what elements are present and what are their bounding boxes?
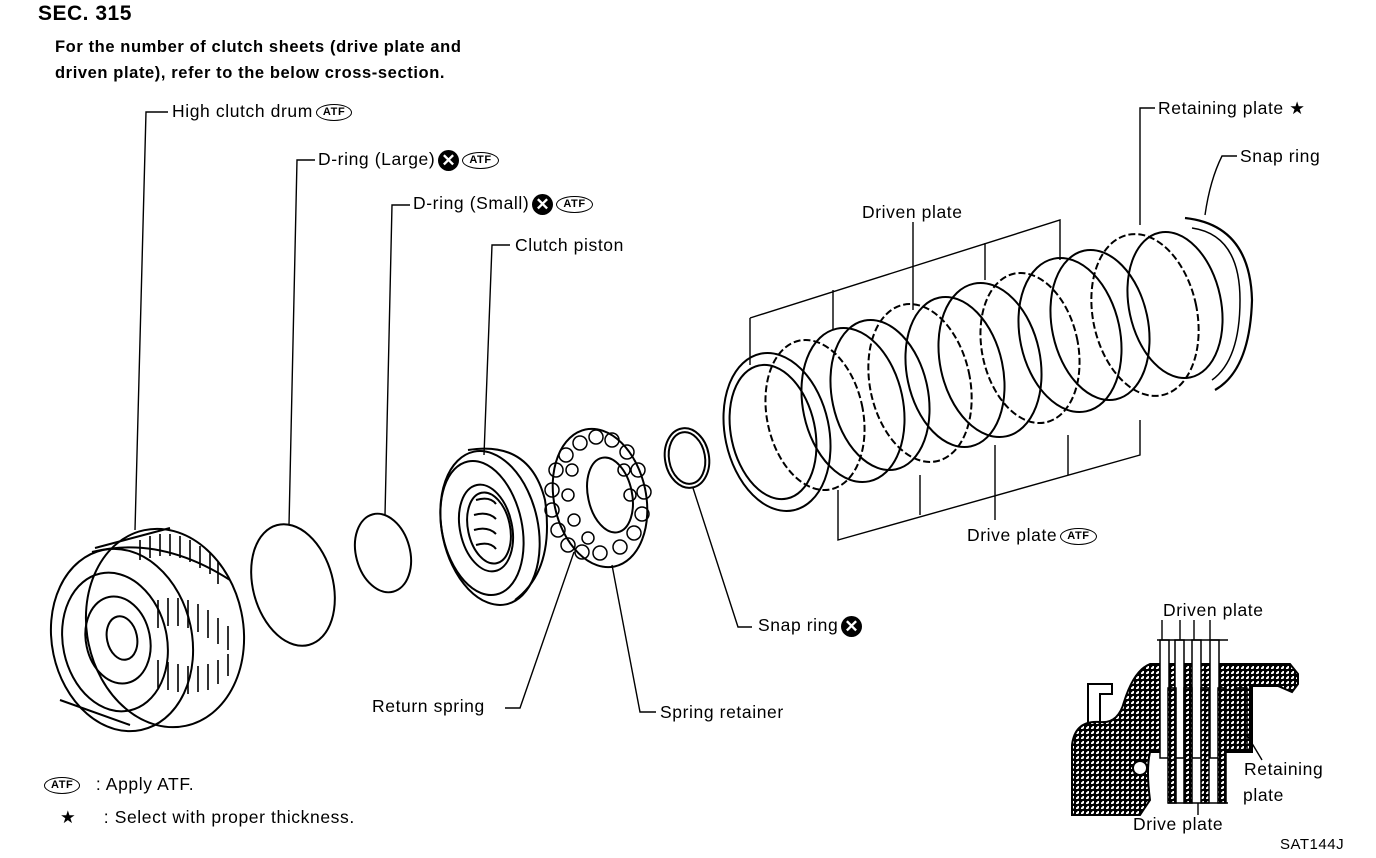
- xsec-retaining-plate-line1: Retaining: [1244, 759, 1324, 779]
- snap-ring-small-part: [663, 427, 711, 489]
- xsec-retaining-plate-line2: plate: [1243, 785, 1284, 805]
- label-snap-ring-end: Snap ring: [1240, 146, 1321, 166]
- label-retaining-plate-text: Retaining plate: [1158, 98, 1284, 118]
- cross-section-inset: [1071, 620, 1299, 816]
- legend-atf: ATF : Apply ATF.: [44, 774, 194, 795]
- spring-assembly-part: [544, 427, 652, 569]
- label-snap-ring-small-text: Snap ring: [758, 615, 839, 635]
- label-d-ring-small: D-ring (Small)✕ATF: [413, 193, 593, 215]
- label-drive-plate-text: Drive plate: [967, 525, 1058, 545]
- xsec-driven-plate: Driven plate: [1163, 600, 1264, 620]
- atf-symbol: ATF: [315, 103, 353, 121]
- legend-star: ★ : Select with proper thickness.: [60, 807, 355, 828]
- label-return-spring: Return spring: [372, 696, 485, 716]
- star-icon: ★: [1289, 98, 1306, 118]
- label-spring-retainer: Spring retainer: [660, 702, 784, 722]
- replace-x-icon: ✕: [438, 149, 460, 171]
- clutch-plate-pack: [722, 216, 1254, 512]
- note-line-1: For the number of clutch sheets (drive p…: [55, 38, 462, 56]
- d-ring-small-part: [353, 512, 413, 594]
- label-clutch-piston: Clutch piston: [515, 235, 624, 255]
- atf-symbol: ATF: [462, 151, 499, 169]
- figure-code: SAT144J: [1280, 836, 1345, 853]
- label-high-clutch-drum-text: High clutch drum: [172, 101, 313, 121]
- clutch-piston-part: [439, 447, 548, 606]
- replace-x-icon: ✕: [532, 193, 554, 215]
- legend-atf-text: : Apply ATF.: [95, 774, 195, 794]
- label-d-ring-small-text: D-ring (Small): [413, 193, 530, 213]
- label-retaining-plate: Retaining plate ★: [1158, 98, 1306, 119]
- note-line-2: driven plate), refer to the below cross-…: [55, 64, 446, 82]
- label-d-ring-large-text: D-ring (Large): [318, 149, 436, 169]
- leader-lines: [134, 107, 1237, 713]
- label-d-ring-large: D-ring (Large)✕ATF: [318, 149, 499, 171]
- atf-symbol: ATF: [44, 776, 81, 794]
- replace-x-icon: ✕: [841, 615, 863, 637]
- label-driven-plate: Driven plate: [862, 202, 963, 222]
- legend-star-text: : Select with proper thickness.: [103, 807, 355, 827]
- atf-symbol: ATF: [1060, 527, 1097, 545]
- high-clutch-drum-part: [49, 527, 246, 733]
- xsec-drive-plate: Drive plate: [1133, 814, 1224, 834]
- section-number: SEC. 315: [38, 2, 132, 25]
- atf-symbol: ATF: [556, 195, 593, 213]
- label-snap-ring-small: Snap ring✕: [758, 615, 863, 637]
- d-ring-large-part: [250, 523, 336, 647]
- star-icon: ★: [60, 807, 77, 827]
